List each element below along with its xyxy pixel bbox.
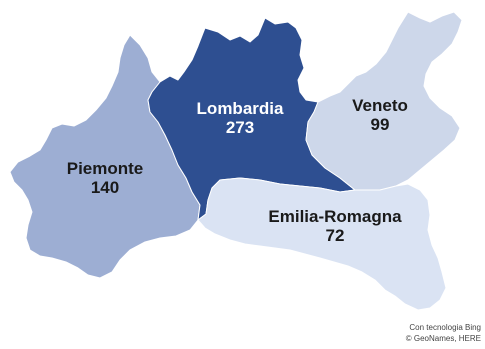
region-value: 273 bbox=[225, 117, 255, 137]
region-emilia-romagna[interactable] bbox=[197, 177, 447, 311]
region-piemonte[interactable] bbox=[9, 34, 201, 279]
region-name: Emilia-Romagna bbox=[268, 207, 402, 226]
region-value: 99 bbox=[370, 114, 390, 134]
label-piemonte: Piemonte 140 bbox=[55, 159, 155, 197]
label-lombardia: Lombardia 273 bbox=[180, 99, 300, 137]
region-name: Lombardia bbox=[196, 99, 284, 118]
attribution-line-2: © GeoNames, HERE bbox=[405, 334, 481, 344]
region-value: 72 bbox=[325, 225, 345, 245]
attribution-line-1: Con tecnologia Bing bbox=[409, 323, 481, 333]
map-attribution: Con tecnologia Bing © GeoNames, HERE bbox=[406, 323, 481, 345]
region-name: Veneto bbox=[352, 96, 408, 115]
label-emilia-romagna: Emilia-Romagna 72 bbox=[250, 207, 420, 245]
region-value: 140 bbox=[90, 177, 120, 197]
region-name: Piemonte bbox=[66, 159, 144, 178]
label-veneto: Veneto 99 bbox=[340, 96, 420, 134]
region-veneto[interactable] bbox=[305, 11, 463, 191]
